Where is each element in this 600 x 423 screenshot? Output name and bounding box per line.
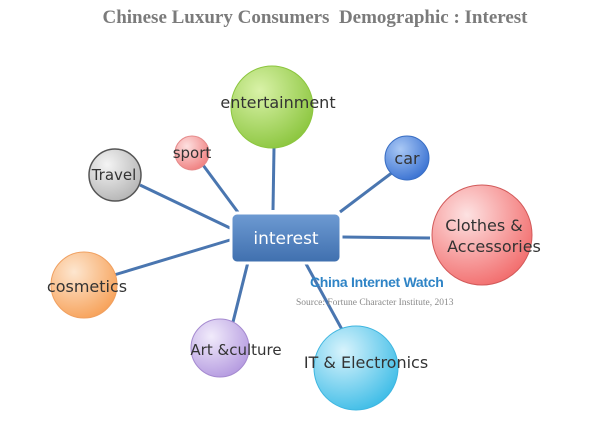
node-label-car: car: [394, 149, 420, 168]
node-label-sport: sport: [173, 144, 212, 162]
node-it: IT & Electronics: [304, 325, 428, 411]
connector-sport: [201, 164, 242, 216]
watermark-text: China Internet Watch: [310, 274, 444, 290]
node-clothes: Clothes & Accessories: [431, 184, 541, 286]
source-note: Source: Fortune Character Institute, 201…: [296, 298, 454, 308]
node-label-clothes-line2: Accessories: [447, 237, 541, 256]
node-car: car: [384, 135, 430, 181]
connector-it: [303, 261, 347, 336]
connector-entertainment: [271, 147, 276, 211]
node-label-cosmetics: cosmetics: [47, 277, 127, 296]
center-node: interest: [229, 211, 343, 265]
node-label-it: IT & Electronics: [304, 353, 428, 372]
connector-travel: [139, 183, 231, 230]
connector-clothes: [341, 235, 431, 240]
diagram-title: Chinese Luxury Consumers Demographic : I…: [102, 7, 528, 28]
node-label-clothes-line1: Clothes &: [445, 216, 523, 235]
node-label-travel: Travel: [91, 166, 137, 184]
node-cosmetics: cosmetics: [47, 251, 127, 319]
center-label: interest: [253, 229, 319, 249]
node-travel: Travel: [88, 148, 142, 202]
connector-car: [339, 170, 394, 214]
connector-art: [231, 261, 250, 323]
connectors: [113, 147, 431, 336]
node-label-art: Art &culture: [190, 341, 281, 359]
node-entertainment: entertainment: [220, 65, 336, 149]
node-art: Art &culture: [190, 318, 282, 378]
node-sport: sport: [173, 135, 212, 171]
connector-cosmetics: [113, 238, 231, 277]
node-label-entertainment: entertainment: [220, 93, 335, 112]
